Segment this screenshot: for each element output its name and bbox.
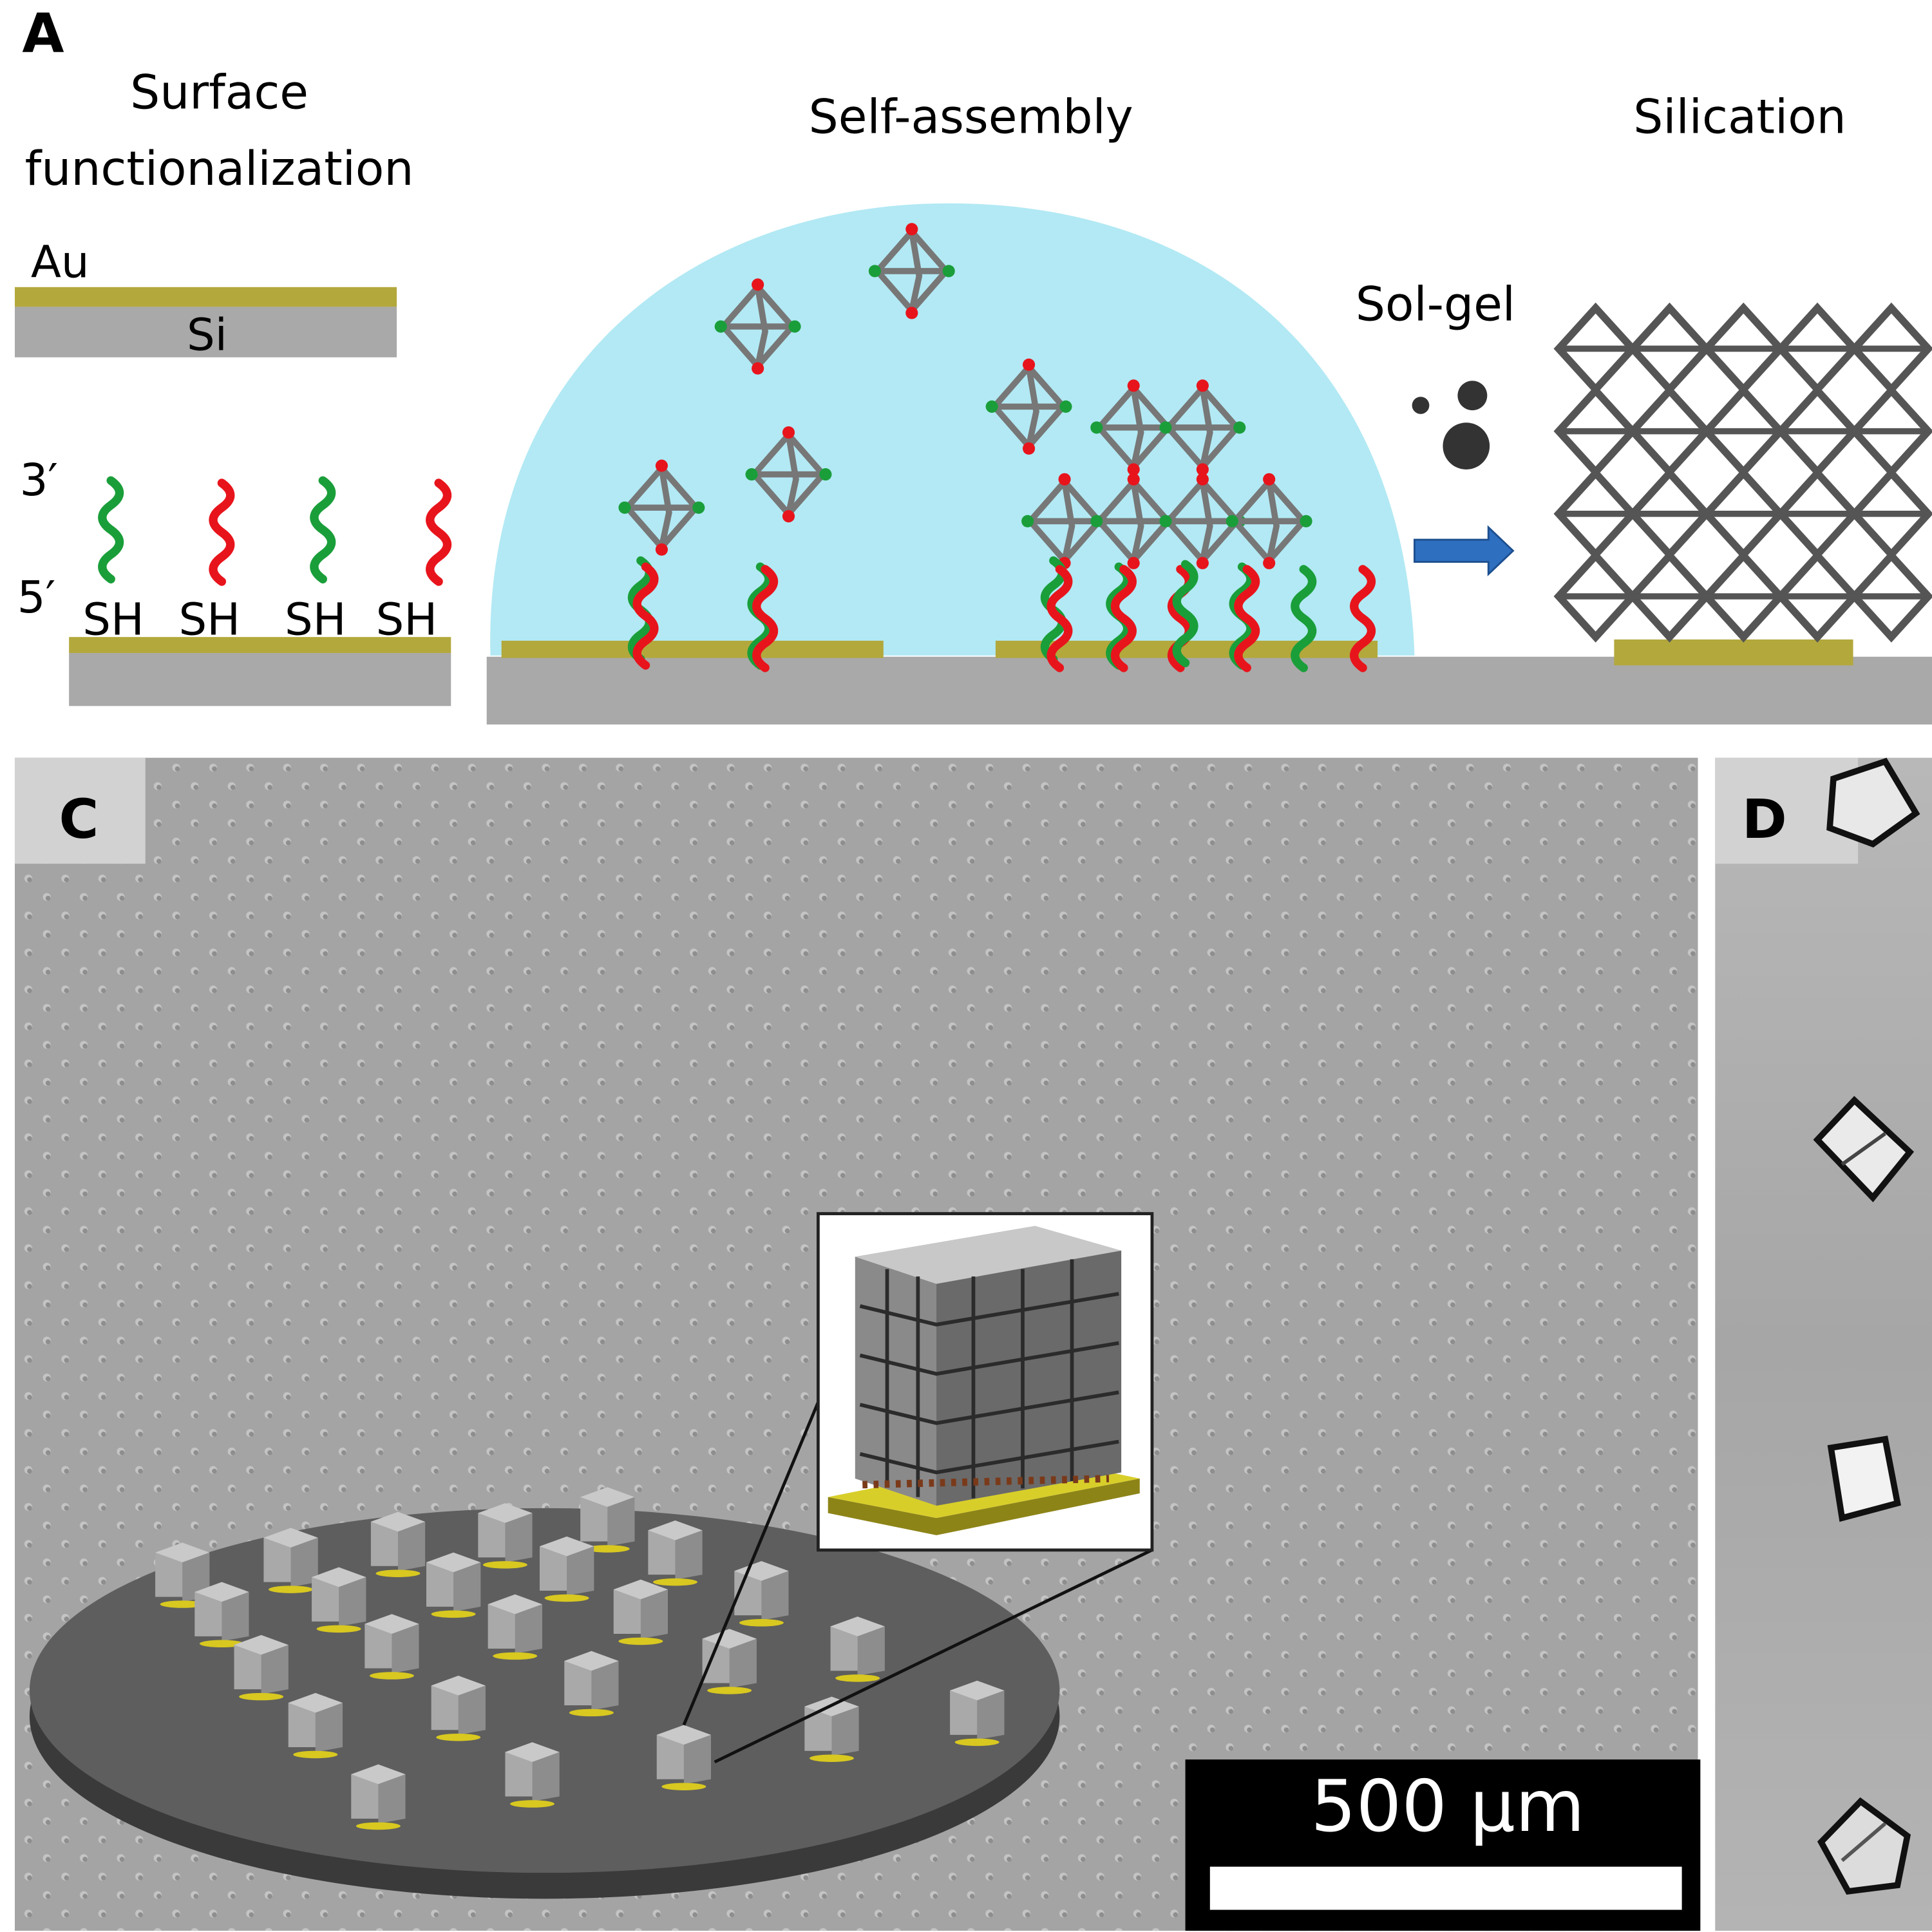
crystal [1813, 1095, 1915, 1202]
silicified-lattice [1553, 302, 1932, 643]
scale-bar-line [1209, 1866, 1682, 1910]
substrate-disk [29, 1508, 1060, 1899]
crystal [1827, 1435, 1901, 1522]
crystal [1826, 757, 1920, 848]
au-pad [69, 637, 451, 654]
thiol-label: SH [376, 594, 438, 645]
scale-bar-label: 500 µm [1311, 1765, 1585, 1848]
panel-c-label-box [14, 757, 146, 864]
arrow-right-icon [1413, 525, 1515, 576]
step-title-self-assembly: Self-assembly [809, 91, 1133, 145]
five-prime-label: 5′ [17, 572, 55, 623]
dna-strands-unbound [102, 480, 448, 582]
si-layer [14, 307, 397, 357]
au-pad [1614, 639, 1853, 666]
au-layer [14, 287, 397, 307]
step-title-surface-line1: Surface [130, 66, 308, 120]
panel-d-label: D [1742, 788, 1787, 851]
step-title-surface-line2: functionalization [25, 142, 414, 196]
sol-gel-label: Sol-gel [1356, 278, 1515, 332]
scale-bar: 500 µm [1185, 1759, 1701, 1931]
panel-a-label: A [22, 1, 64, 64]
panel-c-label: C [59, 788, 99, 851]
crystal [1817, 1797, 1911, 1895]
panel-a-schematic: A Surface functionalization Self-assembl… [14, 1, 1932, 724]
silica-precursor-icon [1412, 381, 1490, 469]
thiol-label: SH [285, 594, 346, 645]
thiol-label: SH [179, 594, 240, 645]
au-pad [501, 640, 884, 658]
si-layer-label: Si [187, 309, 227, 361]
au-layer-label: Au [31, 236, 90, 288]
substrate [69, 653, 451, 706]
thiol-label: SH [82, 594, 144, 645]
panel-d-optical-image: D [1715, 757, 1932, 1931]
crystal-model-inset [817, 1212, 1154, 1552]
substrate [486, 656, 1932, 724]
panel-c-sem-image: C [14, 757, 1701, 1931]
three-prime-label: 3′ [20, 455, 58, 506]
zoom-callout-lines [682, 1401, 1153, 1764]
step-title-silication: Silication [1633, 91, 1846, 145]
